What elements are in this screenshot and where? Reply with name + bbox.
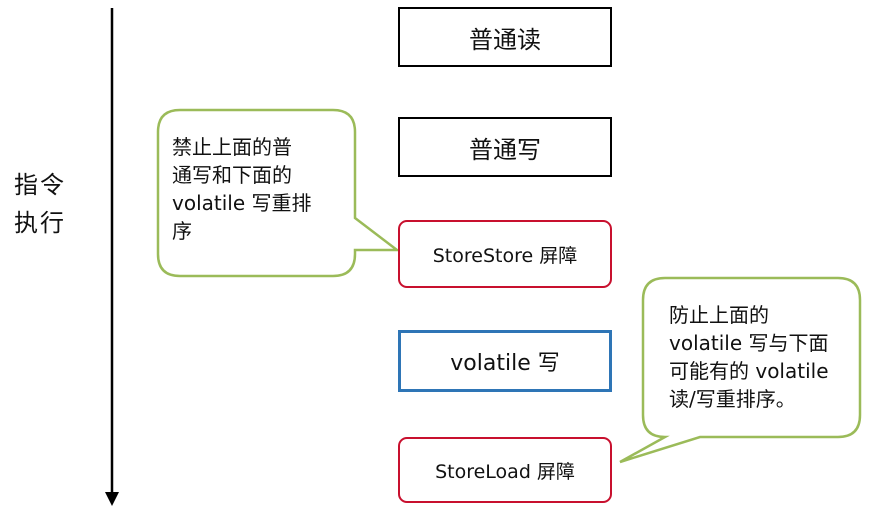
callout-line: volatile 写与下面 xyxy=(669,331,829,355)
normal-write-box: 普通写 xyxy=(398,117,612,177)
normal-read-box: 普通读 xyxy=(398,7,612,67)
storestore-callout-text: 禁止上面的普 通写和下面的 volatile 写重排 序 xyxy=(172,133,312,245)
callout-line: volatile 写重排 xyxy=(172,191,312,215)
storeload-callout-text: 防止上面的 volatile 写与下面 可能有的 volatile 读/写重排序… xyxy=(669,301,829,413)
callout-line: 防止上面的 xyxy=(669,303,769,327)
storestore-barrier-box: StoreStore 屏障 xyxy=(398,220,612,288)
axis-label-line-2: 执行 xyxy=(14,209,66,237)
storestore-callout-bubble xyxy=(156,108,401,278)
axis-label: 指令 执行 xyxy=(14,166,66,242)
callout-line: 可能有的 volatile xyxy=(669,359,829,383)
storeload-barrier-box: StoreLoad 屏障 xyxy=(398,437,612,503)
callout-line: 读/写重排序。 xyxy=(669,387,796,411)
storeload-callout-bubble xyxy=(619,276,862,464)
volatile-write-box: volatile 写 xyxy=(398,330,612,392)
arrow-down-icon xyxy=(105,492,119,506)
callout-line: 序 xyxy=(172,219,192,243)
callout-line: 禁止上面的普 xyxy=(172,135,292,159)
axis-label-line-1: 指令 xyxy=(14,171,66,199)
callout-line: 通写和下面的 xyxy=(172,163,292,187)
